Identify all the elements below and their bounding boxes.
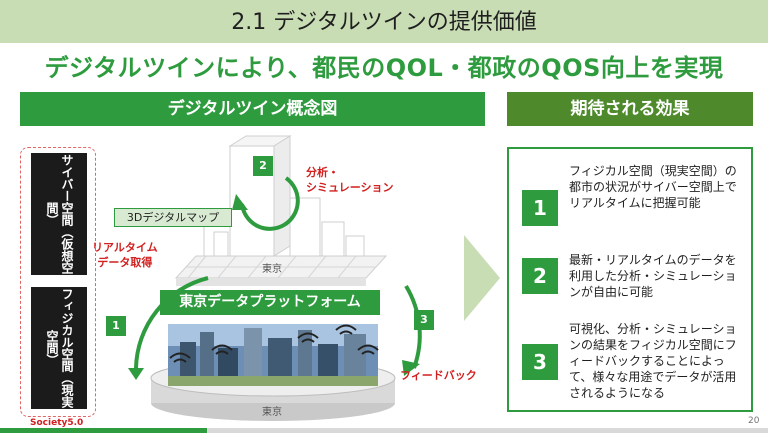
digital-twin-diagram bbox=[128, 135, 422, 421]
analysis-text: 分析・ シミュレーション bbox=[306, 166, 394, 194]
effect-number-2: 2 bbox=[522, 258, 558, 294]
step-badge-3: 3 bbox=[414, 310, 434, 330]
wifi-icon bbox=[169, 324, 379, 363]
effect-number-1: 1 bbox=[522, 190, 558, 226]
step-badge-1: 1 bbox=[106, 316, 126, 336]
building-icon bbox=[203, 135, 365, 257]
effect-text-3: 可視化、分析・シミュレーションの結果をフィジカル空間にフィードバックすることによ… bbox=[569, 322, 737, 400]
expected-effects-header: 期待される効果 bbox=[507, 92, 753, 126]
effect-text-2: 最新・リアルタイムのデータを利用した分析・シミュレーションが自由に可能 bbox=[569, 253, 737, 299]
concept-diagram-header: デジタルツイン概念図 bbox=[20, 92, 485, 126]
effect-text-1: フィジカル空間（現実空間）の都市の状況がサイバー空間上でリアルタイムに把握可能 bbox=[569, 164, 737, 210]
analysis-simulation-label: 分析・ シミュレーション bbox=[306, 166, 394, 196]
cyber-space-label: サイバー空間（仮想空間） bbox=[31, 153, 87, 275]
effects-panel bbox=[507, 147, 753, 412]
page-number: 20 bbox=[748, 416, 760, 426]
slide-progress-bar bbox=[0, 428, 768, 433]
title-bar bbox=[0, 0, 768, 43]
page-title: 2.1 デジタルツインの提供価値 bbox=[231, 10, 537, 35]
slide-subtitle: デジタルツインにより、都民のQOL・都政のQOS向上を実現 bbox=[44, 54, 724, 82]
feedback-label: フィードバック bbox=[400, 369, 477, 382]
arrowheads bbox=[128, 194, 420, 380]
data-platform-bar: 東京データプラットフォーム bbox=[160, 290, 380, 315]
effect-number-3: 3 bbox=[522, 344, 558, 380]
city-label-top: 東京 bbox=[262, 264, 282, 275]
step-badge-2: 2 bbox=[253, 156, 273, 176]
realtime-data-label: リアルタイム データ取得 bbox=[92, 241, 158, 271]
digital-map-label: 3Dデジタルマップ bbox=[114, 208, 232, 227]
right-arrow-icon bbox=[464, 235, 500, 321]
city-label-bottom: 東京 bbox=[262, 407, 282, 418]
digital-map-platform bbox=[174, 255, 388, 286]
city-photo bbox=[168, 324, 378, 386]
realtime-text: リアルタイム データ取得 bbox=[92, 241, 158, 269]
society-layer-outline bbox=[20, 147, 96, 417]
physical-space-label: フィジカル空間（現実空間） bbox=[31, 287, 87, 409]
slide-progress-fill bbox=[0, 428, 208, 433]
society-label: Society5.0 bbox=[30, 418, 84, 428]
